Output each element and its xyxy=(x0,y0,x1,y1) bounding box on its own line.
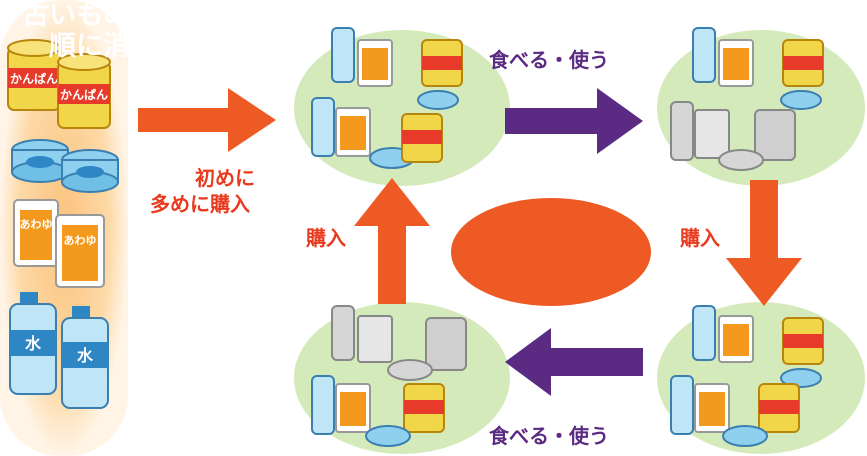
rice-pouch-icon: あわゆ xyxy=(55,214,105,288)
water-bottle-icon xyxy=(670,375,694,435)
water-bottle-icon xyxy=(311,375,335,435)
empty-rice-pouch-icon xyxy=(694,109,730,159)
center-line-2: 順に消費 xyxy=(49,31,157,63)
fish-can-icon xyxy=(780,368,822,388)
arrow-up-buy xyxy=(354,178,430,304)
empty-fish-can-icon xyxy=(718,149,764,171)
water-bottle-icon: 水 xyxy=(9,292,57,395)
eat-use-top-label: 食べる・使う xyxy=(489,48,609,72)
buy-left-label: 購入 xyxy=(306,226,346,250)
empty-can-icon xyxy=(425,317,467,371)
center-oval xyxy=(451,198,651,306)
water-bottle-icon xyxy=(692,27,716,83)
fish-can-icon xyxy=(365,425,411,447)
fish-can-icon xyxy=(61,149,119,193)
empty-fish-can-icon xyxy=(387,359,433,381)
svg-text:あわゆ: あわゆ xyxy=(64,234,97,247)
empty-can-icon xyxy=(754,109,796,161)
arrow-left-consume xyxy=(505,328,643,396)
stock-group-partial-bottom xyxy=(294,302,510,454)
svg-text:水: 水 xyxy=(77,346,94,365)
arrow-right-consume xyxy=(505,88,643,154)
svg-text:かんぱん: かんぱん xyxy=(60,87,108,102)
empty-rice-pouch-icon xyxy=(357,315,393,363)
first-buy-label-line1: 初めに xyxy=(195,166,255,190)
arrow-right-initial xyxy=(138,88,276,152)
stock-column: かんぱん かんぱん あわゆ あわゆ 水 水 xyxy=(0,0,128,456)
stock-group-full xyxy=(294,27,510,186)
fish-can-icon xyxy=(780,90,822,110)
stock-group-replenished xyxy=(657,302,865,454)
svg-text:あわゆ: あわゆ xyxy=(20,218,53,231)
arrow-down-buy xyxy=(726,180,802,306)
empty-water-bottle-icon xyxy=(331,305,355,361)
water-bottle-icon xyxy=(311,97,335,157)
fish-can-icon xyxy=(417,90,459,110)
stock-group-partial xyxy=(657,27,865,186)
empty-water-bottle-icon xyxy=(670,101,694,161)
buy-right-label: 購入 xyxy=(680,226,720,250)
water-bottle-icon xyxy=(331,27,355,83)
fish-can-icon xyxy=(722,425,768,447)
water-bottle-icon xyxy=(692,305,716,361)
fish-can-icon xyxy=(11,139,69,183)
canned-bread-icon: かんぱん xyxy=(7,39,61,111)
svg-text:水: 水 xyxy=(25,334,42,353)
water-bottle-icon: 水 xyxy=(61,306,109,409)
canned-bread-icon: かんぱん xyxy=(57,53,111,129)
center-line-1: 古いものから xyxy=(22,0,184,31)
center-message: 古いものから 順に消費 xyxy=(0,0,206,62)
first-buy-label-line2: 多めに購入 xyxy=(150,192,250,216)
eat-use-bottom-label: 食べる・使う xyxy=(489,424,609,448)
rice-pouch-icon: あわゆ xyxy=(13,199,59,267)
svg-text:かんぱん: かんぱん xyxy=(10,71,58,86)
